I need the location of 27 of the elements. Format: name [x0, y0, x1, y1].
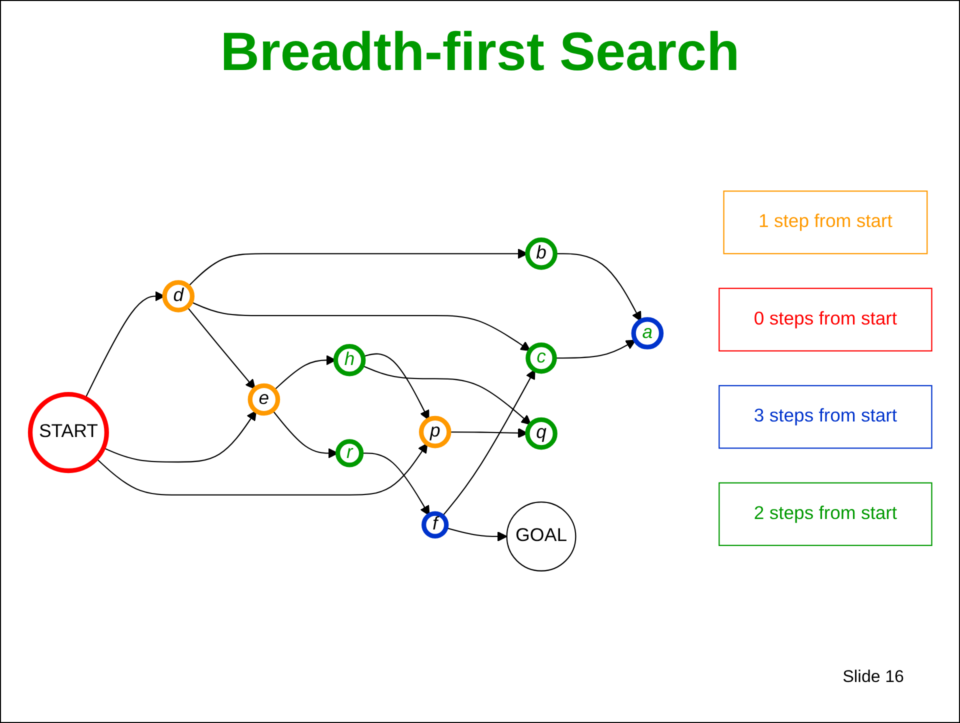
slide-number: Slide 16 [842, 667, 904, 687]
node-circle: f [422, 511, 449, 538]
node-circle: c [526, 342, 557, 374]
node-box: 0 steps from start [718, 288, 932, 352]
node-circle: a [631, 317, 664, 350]
arrow [188, 248, 528, 287]
node-circle: GOAL [506, 501, 576, 572]
arrow [272, 410, 338, 458]
node-box: 2 steps from start [718, 482, 932, 546]
node-circle: b [525, 238, 558, 270]
node-circle: e [248, 383, 280, 416]
node-circle: p [418, 416, 452, 448]
node-circle: d [162, 280, 195, 312]
arrow [442, 369, 536, 517]
arrow [96, 443, 428, 496]
arrow [554, 340, 636, 359]
arrow [274, 355, 336, 391]
node-circle: r [335, 439, 364, 468]
arrow [190, 301, 531, 352]
arrow [186, 306, 256, 390]
node-box: 1 step from start [723, 190, 928, 254]
node-circle: START [28, 392, 109, 474]
slide-title: Breadth-first Search [219, 21, 741, 83]
node-circle: h [333, 344, 366, 376]
node-circle: q [525, 417, 558, 450]
arrow [362, 365, 532, 425]
node-box: 3 steps from start [718, 385, 932, 449]
